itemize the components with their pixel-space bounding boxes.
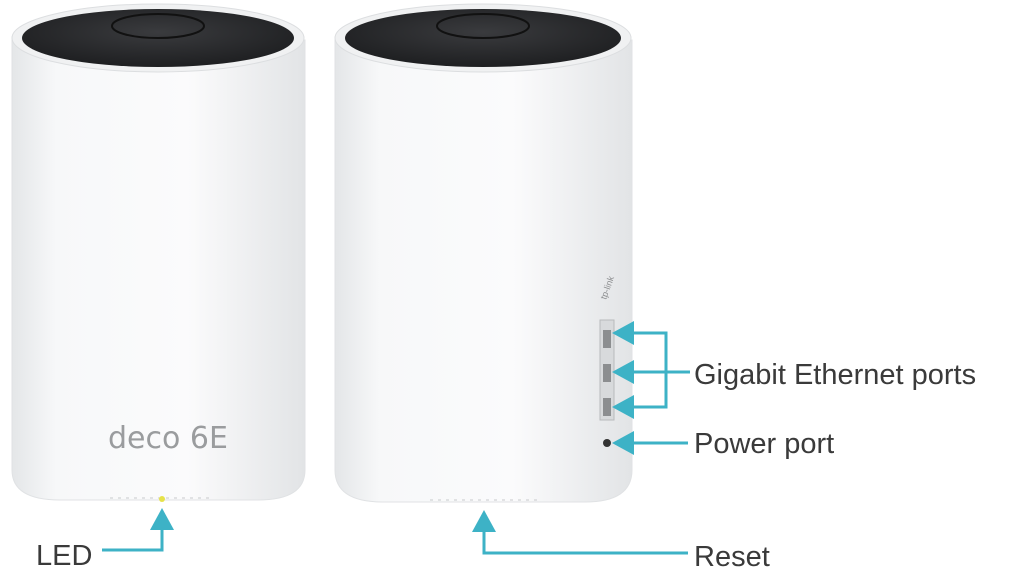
arrow-icon	[612, 321, 634, 345]
deco-back-unit: tp-link	[334, 3, 633, 503]
label-led: LED	[36, 540, 92, 572]
label-reset: Reset	[694, 541, 770, 573]
deco-front-unit: deco 6E	[11, 3, 306, 502]
power-port	[603, 439, 611, 447]
deco-logo: deco 6E	[108, 421, 228, 456]
arrow-icon	[472, 510, 496, 532]
arrow-icon	[612, 360, 634, 384]
arrow-icon	[612, 431, 634, 455]
callout-lines	[102, 331, 690, 555]
arrow-icon	[150, 508, 174, 530]
led-indicator	[159, 496, 165, 502]
label-power-port: Power port	[694, 428, 834, 460]
label-ethernet-ports: Gigabit Ethernet ports	[694, 359, 976, 391]
arrow-icon	[612, 395, 634, 419]
